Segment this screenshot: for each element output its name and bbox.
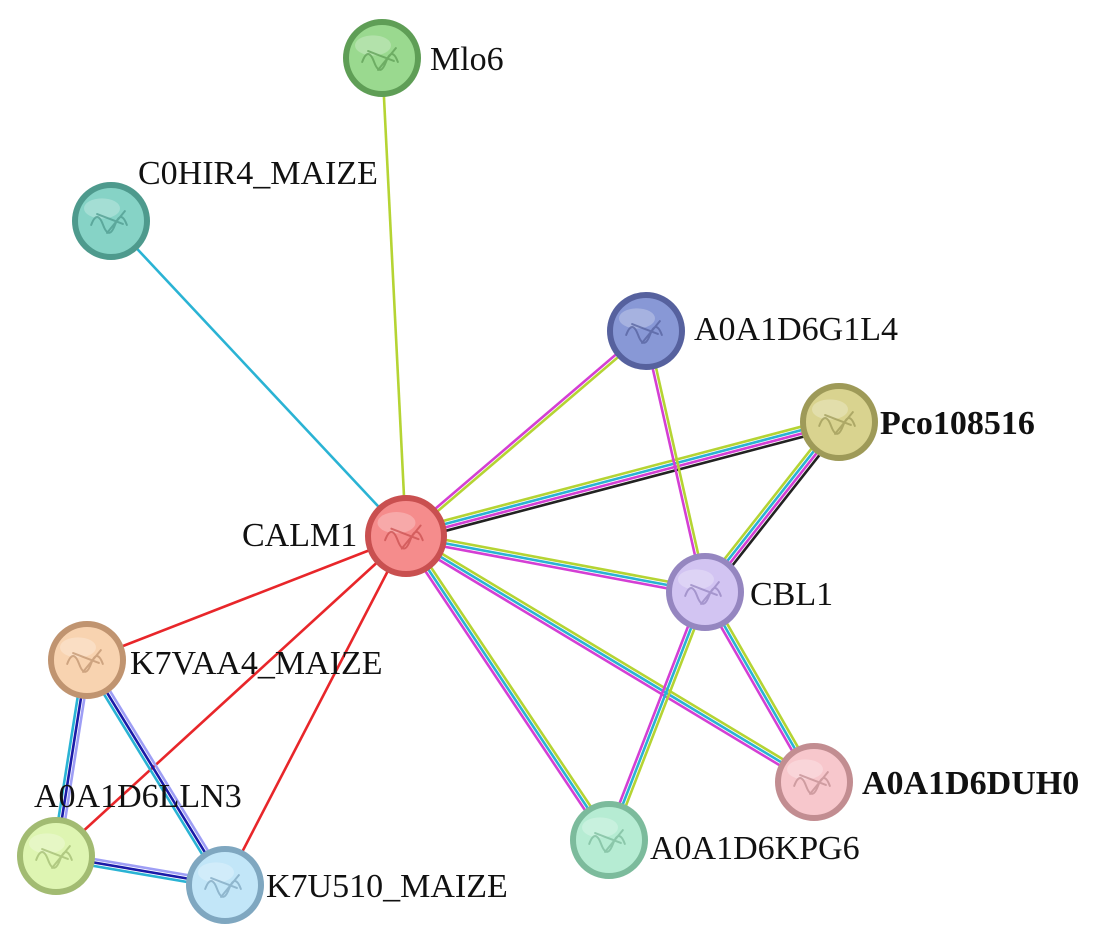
edge-cbl1-kpg6 [604, 590, 710, 842]
edge-line [380, 57, 408, 537]
edge-line [402, 537, 608, 843]
node-label: CALM1 [242, 517, 357, 554]
node-c0hir4[interactable]: C0HIR4_MAIZE [72, 155, 378, 260]
edge-line [406, 531, 706, 590]
edge-line [407, 533, 613, 839]
node-highlight [619, 308, 655, 329]
node-highlight [787, 759, 823, 780]
node-kpg6[interactable]: A0A1D6KPG6 [570, 801, 860, 879]
edge-line [86, 534, 407, 662]
edge-k7vaa4-k7u510 [82, 657, 230, 888]
node-circle[interactable] [800, 383, 878, 461]
edge-calm1-kpg6 [402, 533, 613, 843]
protein-structure-icon [66, 649, 104, 673]
node-duh0[interactable]: A0A1D6DUH0 [775, 743, 1079, 821]
node-label: A0A1D6KPG6 [650, 830, 860, 867]
node-circle[interactable] [343, 19, 421, 97]
node-label: A0A1D6LLN3 [34, 778, 242, 815]
node-highlight [84, 198, 120, 219]
node-calm1[interactable]: CALM1 [242, 495, 447, 577]
node-highlight [60, 637, 96, 658]
node-circle[interactable] [365, 495, 447, 577]
edge-calm1-lln3 [55, 535, 407, 857]
node-circle[interactable] [775, 743, 853, 821]
edge-calm1-k7u510 [223, 535, 408, 886]
edge-line [404, 415, 839, 533]
node-label: K7VAA4_MAIZE [130, 645, 382, 682]
edge-line [405, 534, 706, 594]
protein-structure-icon [361, 47, 399, 71]
node-highlight [198, 862, 234, 883]
edge-line [223, 535, 408, 886]
edge-line [607, 591, 707, 841]
edge-line [404, 535, 611, 841]
node-highlight [355, 35, 391, 56]
edge-line [403, 537, 813, 787]
edge-line [82, 661, 224, 888]
edge-line [404, 328, 646, 536]
protein-structure-icon [35, 845, 73, 869]
node-circle[interactable] [72, 182, 150, 260]
protein-structure-icon [793, 771, 831, 795]
node-highlight [29, 833, 65, 854]
node-circle[interactable] [48, 621, 126, 699]
edge-pco-calm1 [404, 415, 841, 543]
node-circle[interactable] [570, 801, 648, 879]
edge-line [604, 590, 704, 840]
edge-calm1-duh0 [403, 531, 817, 787]
edge-line [85, 659, 227, 886]
edge-g1l4-cbl1 [643, 330, 708, 593]
node-highlight [377, 512, 416, 534]
edge-line [406, 425, 841, 543]
node-circle[interactable] [666, 553, 744, 631]
node-label: K7U510_MAIZE [266, 868, 508, 905]
node-mlo6[interactable]: Mlo6 [343, 19, 504, 97]
node-k7u510[interactable]: K7U510_MAIZE [186, 846, 508, 924]
edge-mlo6-calm1 [380, 57, 408, 537]
edge-g1l4-calm1 [404, 328, 648, 539]
edge-line [405, 419, 839, 536]
node-label: CBL1 [750, 576, 833, 613]
protein-structure-icon [204, 874, 242, 898]
node-circle[interactable] [17, 817, 95, 895]
edge-line [88, 657, 230, 884]
node-label: A0A1D6G1L4 [694, 311, 898, 348]
node-circle[interactable] [607, 292, 685, 370]
node-highlight [582, 817, 618, 838]
node-g1l4[interactable]: A0A1D6G1L4 [607, 292, 898, 370]
edge-line [405, 538, 705, 597]
protein-structure-icon [818, 411, 856, 435]
edge-line [406, 422, 840, 539]
protein-structure-icon [588, 829, 626, 853]
protein-structure-icon [384, 524, 424, 550]
edge-line [55, 535, 407, 857]
node-lln3[interactable]: A0A1D6LLN3 [17, 778, 242, 895]
edge-line [110, 220, 407, 537]
edge-calm1-k7vaa4 [86, 534, 407, 662]
node-cbl1[interactable]: CBL1 [666, 553, 833, 631]
edge-line [405, 534, 815, 784]
node-highlight [812, 399, 848, 420]
node-label: Mlo6 [430, 41, 504, 78]
node-circle[interactable] [186, 846, 264, 924]
edge-line [643, 331, 705, 593]
node-k7vaa4[interactable]: K7VAA4_MAIZE [48, 621, 382, 699]
protein-structure-icon [625, 320, 663, 344]
node-label: Pco108516 [880, 405, 1035, 442]
protein-structure-icon [90, 210, 128, 234]
edge-c0hir4-calm1 [110, 220, 407, 537]
node-highlight [678, 569, 714, 590]
protein-structure-icon [684, 581, 722, 605]
edge-line [407, 531, 817, 781]
edge-line [406, 331, 648, 539]
node-label: A0A1D6DUH0 [862, 765, 1079, 802]
edge-calm1-cbl1 [405, 531, 706, 597]
node-label: C0HIR4_MAIZE [138, 155, 378, 192]
node-pco[interactable]: Pco108516 [800, 383, 1035, 461]
edge-line [610, 592, 710, 842]
edge-line [646, 330, 708, 592]
